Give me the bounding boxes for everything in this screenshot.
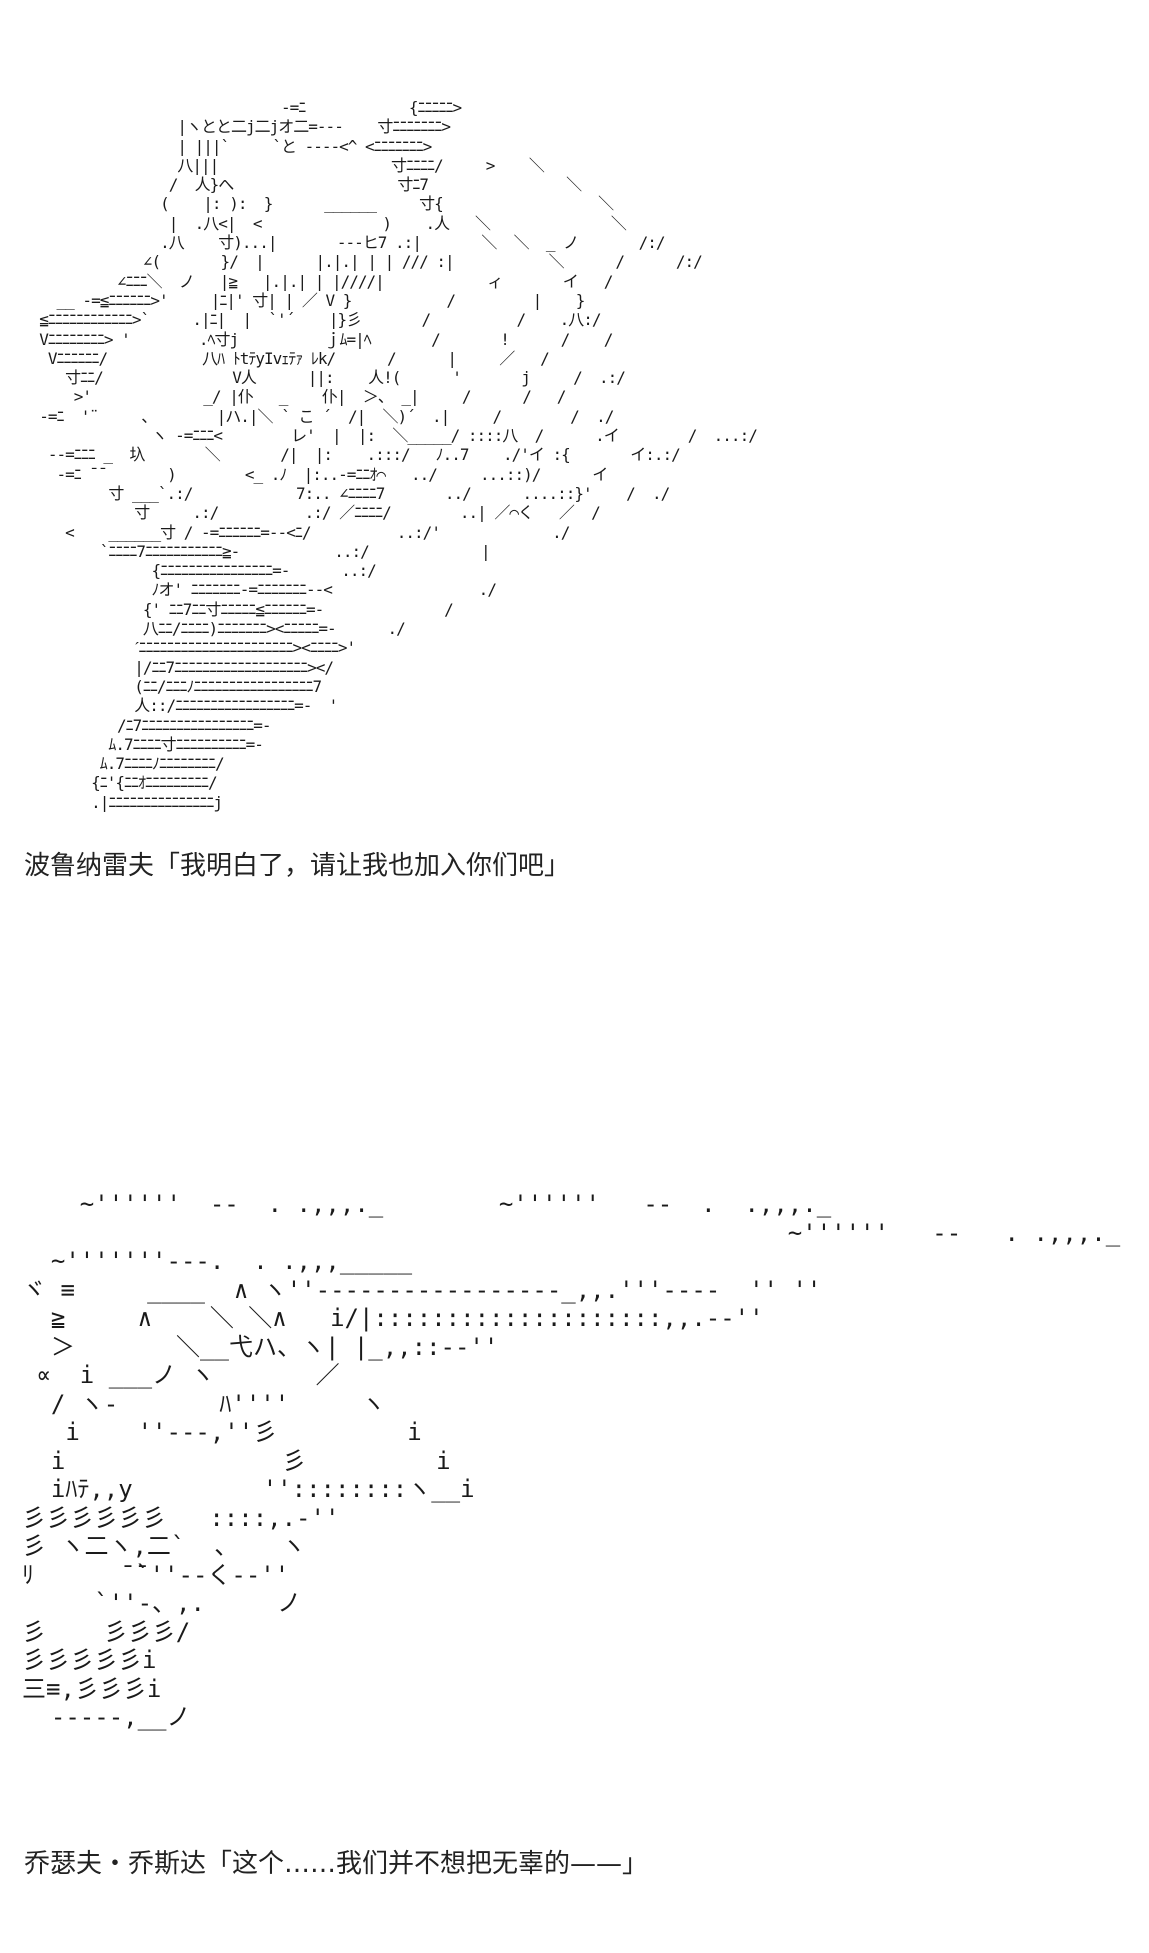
art-one-line: ( |: ): } ______ 寸{ ＼ bbox=[22, 194, 614, 214]
ascii-art-figure-two: ~'''''' -- . .,,,._ ~'''''' -- . .,,,._ … bbox=[22, 1190, 1120, 1732]
art-one-line: ﾉオ' ﾆﾆﾆﾆﾆﾆﾆ-=ﾆﾆﾆﾆﾆﾆﾆ--< ./ bbox=[22, 580, 496, 600]
art-one-line: -=ﾆ {ﾆﾆﾆﾆﾆ> bbox=[22, 98, 462, 117]
art-one-line: |ヽとと二j二jオ二=--- 寸ﾆﾆﾆﾆﾆﾆﾆ> bbox=[22, 117, 451, 137]
art-one-line: 寸 .:/ .:/ ／ﾆﾆﾆﾆ/ ..| ／⌒く ／ / bbox=[22, 503, 601, 523]
art-one-line: ヽ -=ﾆﾆﾆ< レ' | |: ＼_____/ ::::八 / .イ / ..… bbox=[22, 426, 757, 446]
art-one-line: ˊﾆﾆﾆﾆﾆﾆﾆﾆﾆﾆﾆﾆﾆﾆﾆﾆﾆﾆﾆﾆﾆﾆ><ﾆﾆﾆﾆ>' bbox=[22, 638, 356, 658]
art-two-line: / ヽ- ﾊ'''' ヽ bbox=[22, 1389, 386, 1418]
art-one-line: .八 寸)...| ---ヒ7 .:| ＼ ＼ _ ノ /:/ bbox=[22, 233, 665, 253]
art-one-line: Vﾆﾆﾆﾆﾆﾆ/ 八ﾊ ﾄtﾃyIvｪﾃｧ ﾚk/ / | ／ / bbox=[22, 348, 550, 368]
art-two-line: ~'''''' -- . .,,,._ ~'''''' -- . .,,,._ bbox=[22, 1190, 832, 1218]
art-two-line: ＞ ＼__弋ハ、ヽ| |_,,::--'' bbox=[22, 1332, 499, 1361]
art-two-line: ~'''''' -- . .,,,._ bbox=[22, 1218, 1121, 1247]
art-two-line: -----,__ノ bbox=[22, 1703, 191, 1731]
ascii-art-figure-one: -=ﾆ {ﾆﾆﾆﾆﾆ> |ヽとと二j二jオ二=--- 寸ﾆﾆﾆﾆﾆﾆﾆ> | |… bbox=[22, 98, 758, 812]
art-one-line: {ﾆﾆﾆﾆﾆﾆﾆﾆﾆﾆﾆﾆﾆﾆﾆﾆ=- ..:/ bbox=[22, 561, 376, 581]
art-one-line: `ﾆﾆﾆﾆ7ﾆﾆﾆﾆﾆﾆﾆﾆﾆﾆﾆ≧- ..:/ | bbox=[22, 541, 491, 561]
art-two-line: 彡 ヽ二ヽ,二` 、 ヽ bbox=[22, 1532, 306, 1560]
art-one-line: 八ﾆﾆ/ﾆﾆﾆﾆ)ﾆﾆﾆﾆﾆﾆﾆ><ﾆﾆﾆﾆﾆ=- ./ bbox=[22, 619, 406, 639]
art-one-line: | .八<| < ) .人 ＼ ＼ bbox=[22, 213, 627, 233]
art-one-line: /ﾆ7ﾆﾆﾆﾆﾆﾆﾆﾆﾆﾆﾆﾆﾆﾆﾆﾆ=- bbox=[22, 715, 272, 735]
art-one-line: ﾑ.7ﾆﾆﾆﾆ寸ﾆﾆﾆﾆﾆﾆﾆﾆﾆﾆ=- bbox=[22, 734, 264, 754]
art-one-line: ﾑ.7ﾆﾆﾆﾆﾉﾆﾆﾆﾆﾆﾆﾆﾆ/ bbox=[22, 754, 225, 774]
art-one-line: (ﾆﾆ/ﾆﾆﾆﾉﾆﾆﾆﾆﾆﾆﾆﾆﾆﾆﾆﾆﾆﾆﾆﾆﾆ7 bbox=[22, 676, 322, 696]
art-one-line: .|ﾆﾆﾆﾆﾆﾆﾆﾆﾆﾆﾆﾆﾆﾆﾆj bbox=[22, 792, 223, 812]
art-two-line: ~'''''''---. . .,,,_____ bbox=[22, 1247, 413, 1275]
art-one-line: {ﾆ'{ﾆﾆｵﾆﾆﾆﾆﾆﾆﾆﾆﾆ/ bbox=[22, 773, 218, 793]
art-one-line: {' ﾆﾆ7ﾆﾆ寸ﾆﾆﾆﾆﾆ≦ﾆﾆﾆﾆﾆﾆ=- / bbox=[22, 599, 454, 619]
art-one-line: -=ﾆ ˉˉ ) <_ .ﾉ |:..-=ﾆﾆｵ⌒ ../ ...::)/ イ bbox=[22, 464, 609, 484]
art-one-line: |/ﾆﾆ7ﾆﾆﾆﾆﾆﾆﾆﾆﾆﾆﾆﾆﾆﾆﾆﾆﾆﾆﾆ></ bbox=[22, 657, 334, 677]
art-two-line: i 彡 i bbox=[22, 1446, 451, 1475]
art-one-line: -=ﾆ '¨ 、 |ハ.|＼ ` こ ´ /| ＼)´ .| / / ./ bbox=[22, 406, 614, 426]
art-one-line: 人::/ﾆﾆﾆﾆﾆﾆﾆﾆﾆﾆﾆﾆﾆﾆﾆﾆﾆ=- ' bbox=[22, 696, 338, 716]
art-one-line: ∠ﾆﾆﾆ＼ ノ |≧ |.|.| | |////| ィ イ / bbox=[22, 271, 613, 291]
art-two-line: ﾘ ̄ ̄`''--く--'' bbox=[22, 1560, 290, 1589]
art-one-line: 寸ﾆﾆ/ V人 ||: 人!( ' j / .:/ bbox=[22, 368, 626, 388]
dialogue-caption-joseph: 乔瑟夫・乔斯达「这个……我们并不想把无辜的——」 bbox=[24, 1849, 649, 1879]
art-one-line: | |||` `と ----<^ <ﾆﾆﾆﾆﾆﾆﾆ> bbox=[22, 136, 432, 156]
dialogue-caption-polnareff: 波鲁纳雷夫「我明白了，请让我也加入你们吧」 bbox=[24, 851, 571, 881]
art-one-line: / 人}へ 寸ﾆ7 ＼ bbox=[22, 175, 582, 195]
art-one-line: --=ﾆﾆﾆ _ 圦 ＼ /| |: .:::/ ﾉ..7 ./'イ :{ イ:… bbox=[22, 445, 681, 465]
art-two-line: ∝ i ___ノ ヽ ／ bbox=[22, 1361, 340, 1389]
art-one-line: Vﾆﾆﾆﾆﾆﾆﾆﾆ> ' .ﾍ寸j ｊﾑ=|ﾍ / ! / / bbox=[22, 329, 613, 349]
art-two-line: 彡彡彡彡彡彡 ::::,.-'' bbox=[22, 1503, 340, 1532]
art-two-line: i ''---,''彡 i bbox=[22, 1418, 422, 1446]
art-two-line: iﾊﾃ,,y ''::::::::ヽ__i bbox=[22, 1475, 475, 1503]
art-one-line: >' _/ |仆 _ 仆| ＞、 _| / / / bbox=[22, 387, 567, 407]
art-two-line: ヾ ≡ ____ ∧ ヽ''-----------------_,,.'''--… bbox=[22, 1275, 822, 1304]
art-one-line: 八||| 寸ﾆﾆﾆﾆ/ > ＼ bbox=[22, 155, 545, 175]
art-one-line: __ -=≦ﾆﾆﾆﾆﾆﾆ>' |ﾆ|' 寸| | ／ V } / | } bbox=[22, 290, 586, 310]
art-two-line: `''-、,. ノ bbox=[22, 1589, 302, 1617]
art-two-line: 彡彡彡彡彡i bbox=[22, 1646, 157, 1674]
art-one-line: < ______寸 / -=ﾆﾆﾆﾆﾆﾆ=--<ﾆ/ ..:/' ./ bbox=[22, 522, 570, 542]
art-one-line: ∠( }/ | |.|.| | | /// :| ＼ / /:/ bbox=[22, 252, 703, 272]
art-one-line: ≦ﾆﾆﾆﾆﾆﾆﾆﾆﾆﾆﾆﾆ>` .|ﾆ| | `'´ |}彡 / / .八:/ bbox=[22, 310, 601, 330]
art-two-line: 三≡,彡彡彡i bbox=[22, 1674, 162, 1703]
art-two-line: 彡 彡彡彡/ bbox=[22, 1617, 191, 1646]
art-two-line: ≧ ∧ ＼ ＼∧ i/|::::::::::::::::::::,,.--'' bbox=[22, 1304, 764, 1332]
art-one-line: 寸 ___`.:/ 7:.. ∠ﾆﾆﾆﾆ7 ../ ....::}' / ./ bbox=[22, 483, 670, 503]
